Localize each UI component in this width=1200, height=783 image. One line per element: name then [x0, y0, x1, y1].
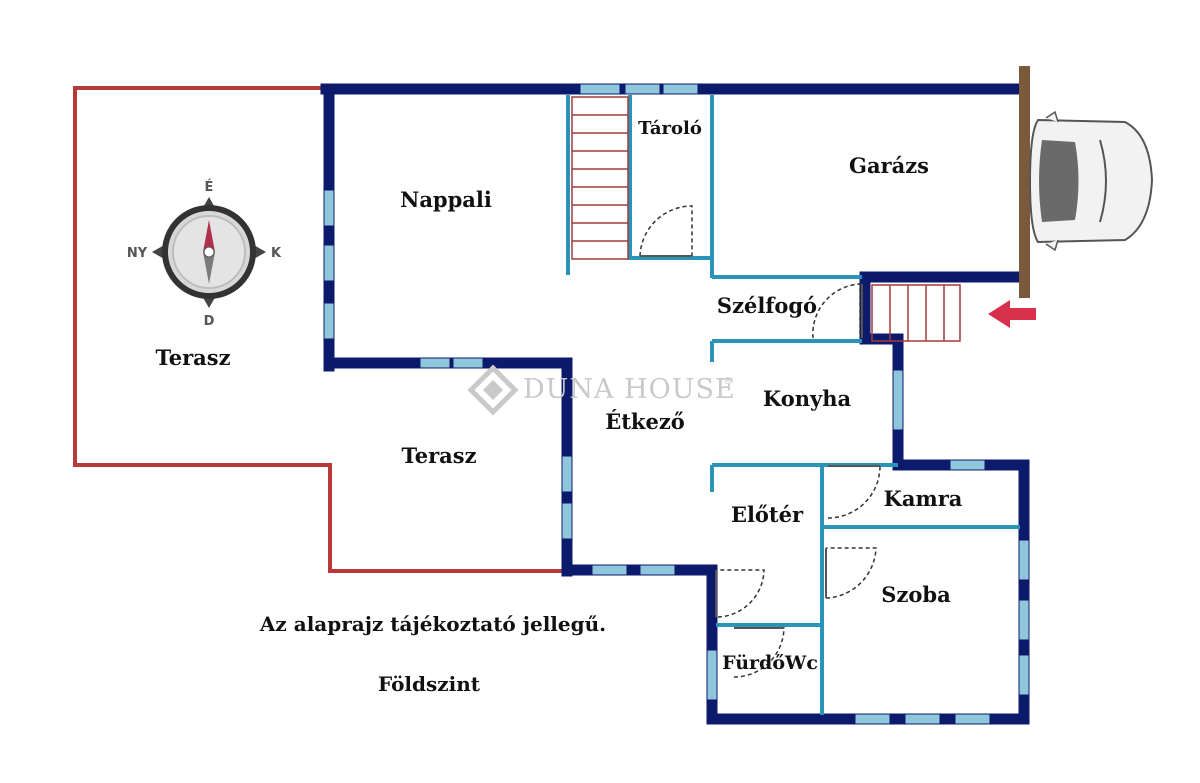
doors [639, 205, 881, 678]
floor-name: Földszint [378, 672, 481, 696]
duna-house-logo-icon [467, 364, 519, 416]
room-label-tarolo: Tároló [638, 118, 702, 139]
room-label-szoba: Szoba [881, 582, 951, 607]
garage-door [1019, 66, 1030, 298]
stairs-upper [571, 96, 629, 260]
room-label-garazs: Garázs [849, 153, 929, 178]
room-label-terasz-inner: Terasz [402, 443, 477, 468]
watermark: DUNA HOUSE ® [467, 364, 736, 416]
room-label-kamra: Kamra [884, 486, 963, 511]
disclaimer-note: Az alaprajz tájékoztató jellegű. [259, 612, 606, 636]
entrance-arrow-icon [988, 300, 1036, 328]
car-icon [1028, 110, 1154, 252]
terrace-outline [73, 86, 562, 573]
stairs-entrance [871, 284, 961, 342]
watermark-brand: DUNA HOUSE [523, 374, 736, 405]
compass-south-label: D [204, 314, 215, 329]
room-label-eloter: Előtér [731, 502, 804, 527]
room-label-nappali: Nappali [400, 187, 492, 212]
inner-walls [566, 95, 1020, 715]
watermark-registered: ® [723, 376, 733, 387]
door-leaves [640, 255, 880, 629]
room-label-konyha: Konyha [763, 386, 852, 411]
room-label-terasz-outer: Terasz [156, 345, 231, 370]
room-label-szelfogo: Szélfogó [717, 293, 817, 318]
windows [323, 83, 1030, 725]
room-label-furdowc: FürdőWc [722, 652, 818, 674]
compass-north-label: É [205, 179, 214, 195]
compass-east-label: K [271, 246, 282, 261]
room-label-etkezo: Étkező [605, 409, 685, 434]
compass-icon: É D K NY [127, 179, 282, 329]
compass-west-label: NY [127, 246, 148, 261]
